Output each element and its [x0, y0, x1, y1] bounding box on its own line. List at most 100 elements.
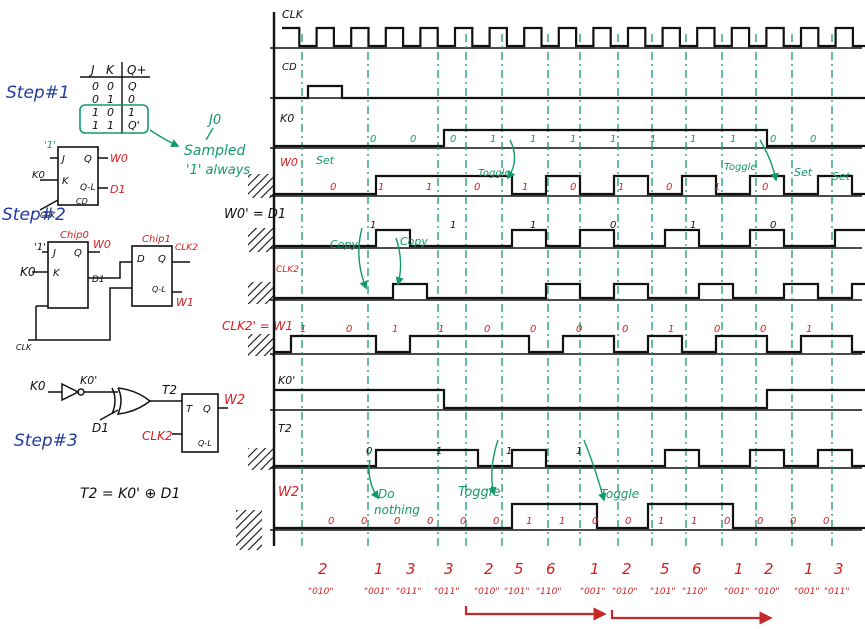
state-number: 2	[622, 560, 632, 578]
s2-pin-q1: Q	[158, 254, 166, 265]
w1-value-label: 0	[760, 324, 766, 335]
ann-nothing: nothing	[374, 503, 420, 517]
state-code: "010"	[474, 587, 499, 597]
clk2-waveform	[274, 282, 865, 300]
w0-value-label: 0	[762, 182, 768, 193]
tt-cell: 0	[128, 93, 135, 106]
w1-value-label: 0	[714, 324, 720, 335]
tt-cell: 1	[107, 119, 114, 132]
w0-value-label: 0	[330, 182, 336, 193]
w2-value-label: 1	[526, 516, 532, 527]
k0-waveform	[274, 128, 865, 148]
sequence-arrow-2	[610, 610, 773, 625]
chip0-label: Chip0	[60, 230, 89, 241]
s3-input-k0: K0	[30, 379, 46, 393]
w2-value-label: 1	[559, 516, 565, 527]
step2-label: Step#2	[2, 205, 66, 225]
tt-cell: 0	[92, 93, 99, 106]
s2-pin-ql: Q-L	[152, 285, 166, 294]
annotation-j0: J0	[206, 113, 221, 128]
d1-value-label: 1	[530, 220, 536, 231]
state-number: 1	[374, 560, 384, 578]
tt-cell: 0	[107, 80, 114, 93]
s3-pin-t: T	[186, 404, 193, 415]
d1-waveform	[274, 228, 865, 248]
axis-k0p-label: K0'	[278, 374, 295, 387]
ann-toggle-2: Toggle	[724, 162, 757, 173]
jk-output-w0: W0	[110, 152, 128, 165]
sequence-arrow-1	[464, 606, 607, 621]
w0-value-label: 0	[570, 182, 576, 193]
tt-cell: 0	[92, 80, 99, 93]
s3-pin-q: Q	[203, 404, 211, 415]
w0-value-label: 1	[522, 182, 528, 193]
state-number: 3	[834, 560, 844, 578]
clk-waveform	[282, 26, 865, 48]
w2-value-label: 0	[460, 516, 466, 527]
k0-value-label: 0	[810, 134, 816, 145]
jk-input-one: '1'	[44, 140, 56, 151]
s2-pin-k: K	[53, 268, 61, 279]
state-code: "001"	[580, 587, 605, 597]
state-number: 6	[692, 560, 702, 578]
w2-value-label: 0	[361, 516, 367, 527]
k0-value-label: 0	[450, 134, 456, 145]
w2-value-label: 0	[625, 516, 631, 527]
ann-set-1: Set	[316, 154, 335, 167]
step3-circuit: K0 K0' D1 T2 T Q Q-L CLK2 W2	[30, 374, 245, 453]
d1-value-label: 1	[370, 220, 376, 231]
axis-w0-label: W0	[280, 156, 298, 169]
tt-cell: Q	[128, 80, 137, 93]
hatched-region	[248, 448, 274, 470]
s2-input-one: '1'	[34, 242, 46, 253]
jk-pin-cd: CD	[76, 197, 88, 206]
state-number: 1	[804, 560, 814, 578]
s2-output-d1: D1	[92, 275, 105, 285]
w2-value-label: 1	[658, 516, 664, 527]
w2-value-label: 0	[757, 516, 763, 527]
axis-clk-label: CLK	[282, 8, 304, 21]
state-number: 5	[660, 560, 670, 578]
axis-w2-label: W2	[278, 485, 299, 500]
ann-set-2: Set	[794, 166, 813, 179]
w0-value-label: 0	[666, 182, 672, 193]
jk-pin-ql: Q-L	[80, 183, 96, 193]
k0-value-label: 1	[690, 134, 696, 145]
ann-do: Do	[378, 487, 395, 501]
w2-value-label: 0	[394, 516, 400, 527]
tt-cell: 1	[128, 106, 135, 119]
tt-cell: 1	[92, 106, 99, 119]
tt-cell: Q'	[128, 119, 140, 132]
w2t-value-label: 1	[506, 446, 512, 457]
d1-value-label: 1	[690, 220, 696, 231]
w2-value-label: 0	[328, 516, 334, 527]
s2-pin-q: Q	[74, 248, 82, 259]
jk-pin-q: Q	[84, 154, 92, 165]
chip1-label: Chip1	[142, 234, 171, 245]
state-code: "011"	[396, 587, 421, 597]
state-number: 6	[546, 560, 556, 578]
jk-input-clk: CLK	[40, 211, 56, 220]
cd-waveform	[274, 84, 865, 100]
w2t-value-label: 0	[366, 446, 372, 457]
hatched-region	[248, 334, 274, 356]
w2-value-label: 0	[427, 516, 433, 527]
state-number: 1	[590, 560, 600, 578]
state-code: "010"	[612, 587, 637, 597]
state-code: "010"	[754, 587, 779, 597]
hatched-region	[236, 510, 262, 550]
axis-clk2-label: CLK2	[276, 265, 299, 275]
state-code: "110"	[682, 587, 707, 597]
jk-output-d1: D1	[110, 183, 125, 196]
k0-value-label: 1	[730, 134, 736, 145]
w2-waveform	[274, 502, 865, 530]
state-number: 2	[764, 560, 774, 578]
tt-header-j: J	[89, 63, 95, 77]
jk-pin-k: K	[62, 176, 70, 187]
tt-cell: 1	[107, 93, 114, 106]
state-code: "101"	[650, 587, 675, 597]
ann-copy-2: Copy	[400, 235, 428, 248]
w2-value-label: 0	[790, 516, 796, 527]
tt-cell: 0	[107, 106, 114, 119]
